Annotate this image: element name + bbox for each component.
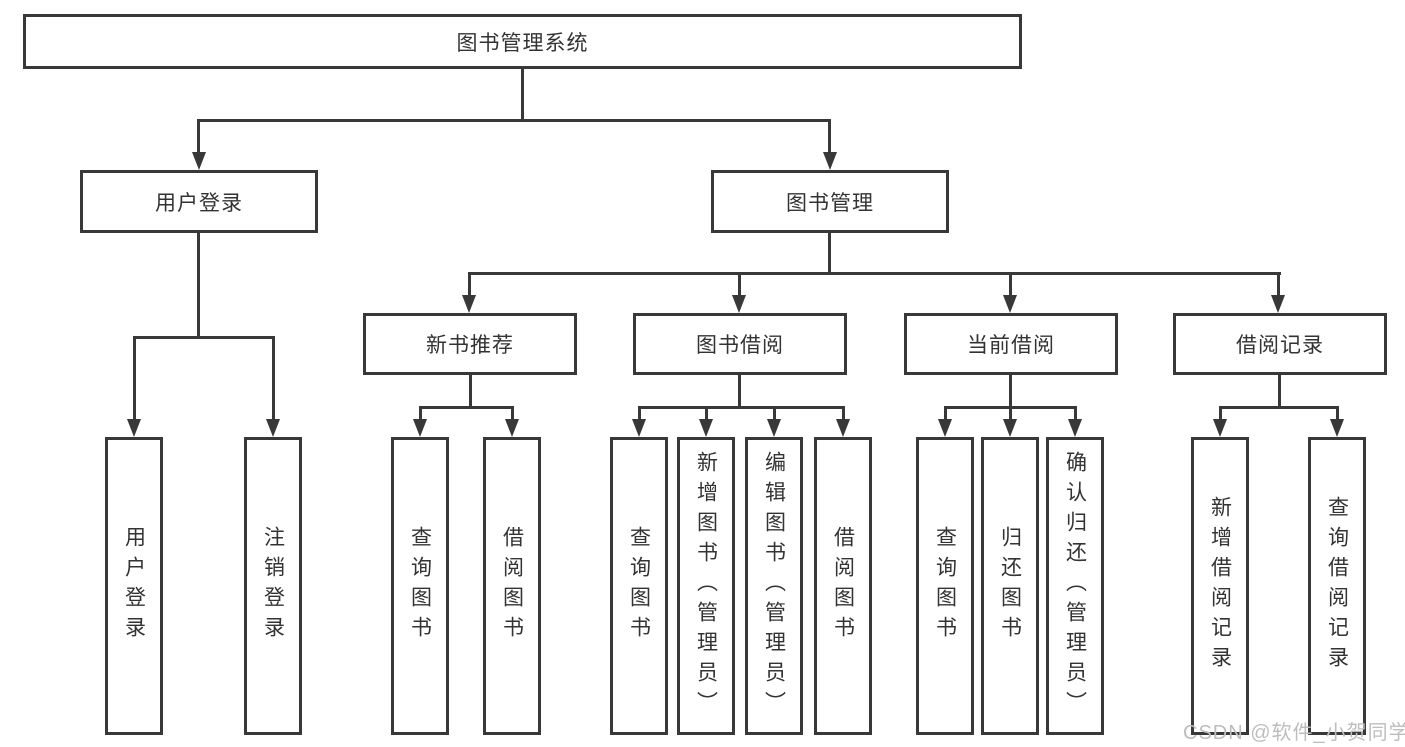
arrow-down-icon	[266, 419, 280, 437]
connector-drop-leaf	[419, 406, 422, 422]
arrow-down-icon	[836, 419, 850, 437]
connector-drop-leaf	[773, 406, 776, 422]
leaf-return-books: 归还图书	[981, 437, 1039, 735]
node-label: 图书管理	[786, 191, 874, 215]
connector-user-login-stem	[197, 233, 200, 339]
connector-book-borrow-bar	[638, 406, 845, 409]
arrow-down-icon	[505, 419, 519, 437]
arrow-down-icon	[1271, 295, 1285, 313]
connector-new-book-bar	[419, 406, 514, 409]
leaf-user-login: 用户登录	[105, 437, 163, 735]
node-label: 用户登录	[122, 526, 146, 646]
node-label: 图书管理系统	[456, 31, 589, 55]
node-current-borrowing: 当前借阅	[904, 313, 1118, 375]
node-label: 借阅图书	[500, 526, 524, 646]
node-book-borrowing: 图书借阅	[633, 313, 847, 375]
leaf-query-books-borrowing: 查询图书	[610, 437, 668, 735]
connector-drop-book-borrow	[738, 272, 741, 300]
node-borrowing-records: 借阅记录	[1173, 313, 1387, 375]
arrow-down-icon	[1068, 419, 1082, 437]
connector-drop-leaf-login	[133, 336, 136, 423]
connector-drop-leaf	[511, 406, 514, 422]
connector-drop-leaf	[1219, 406, 1222, 422]
connector-drop-current-borrow	[1009, 272, 1012, 300]
connector-drop-leaf	[944, 406, 947, 422]
arrow-down-icon	[192, 152, 206, 170]
node-label: 新增借阅记录	[1208, 496, 1232, 676]
node-book-management: 图书管理	[711, 170, 949, 233]
arrow-down-icon	[1213, 419, 1227, 437]
leaf-query-borrow-record: 查询借阅记录	[1308, 437, 1366, 735]
arrow-down-icon	[127, 419, 141, 437]
connector-drop-leaf-logout	[272, 336, 275, 423]
node-label: 借阅图书	[831, 526, 855, 646]
node-new-book-recommend: 新书推荐	[363, 313, 577, 375]
node-label: 新增图书（管理员）	[694, 451, 718, 721]
arrow-down-icon	[732, 295, 746, 313]
arrow-down-icon	[1003, 419, 1017, 437]
node-label: 查询图书	[408, 526, 432, 646]
connector-drop-leaf	[1336, 406, 1339, 422]
arrow-down-icon	[699, 419, 713, 437]
connector-book-borrow-stem	[738, 375, 741, 409]
arrow-down-icon	[462, 295, 476, 313]
node-label: 查询图书	[627, 526, 651, 646]
leaf-add-borrow-record: 新增借阅记录	[1191, 437, 1249, 735]
leaf-query-books-current: 查询图书	[916, 437, 974, 735]
node-label: 用户登录	[155, 191, 243, 215]
connector-book-mgmt-stem	[828, 233, 831, 274]
node-label: 归还图书	[998, 526, 1022, 646]
leaf-logout: 注销登录	[244, 437, 302, 735]
leaf-query-books-recommend: 查询图书	[391, 437, 449, 735]
connector-user-login-bar	[133, 336, 275, 339]
connector-drop-user-login	[197, 119, 200, 159]
leaf-edit-books-admin: 编辑图书（管理员）	[745, 437, 803, 735]
connector-drop-book-mgmt	[828, 119, 831, 159]
connector-borrow-records-stem	[1278, 375, 1281, 409]
node-label: 图书借阅	[696, 334, 784, 357]
arrow-down-icon	[767, 419, 781, 437]
connector-root-stem	[521, 68, 524, 121]
connector-current-borrow-stem	[1009, 375, 1012, 409]
arrow-down-icon	[413, 419, 427, 437]
connector-drop-leaf	[638, 406, 641, 422]
connector-drop-leaf	[1074, 406, 1077, 422]
node-label: 查询图书	[933, 526, 957, 646]
connector-root-bar	[197, 119, 831, 122]
node-label: 当前借阅	[967, 334, 1055, 357]
connector-drop-new-book	[468, 272, 471, 300]
connector-drop-leaf	[1009, 406, 1012, 422]
node-library-system-root: 图书管理系统	[23, 14, 1022, 69]
csdn-watermark: CSDN @软件_小贺同学	[1183, 722, 1405, 744]
arrow-down-icon	[823, 152, 837, 170]
arrow-down-icon	[1003, 295, 1017, 313]
connector-new-book-stem	[469, 375, 472, 409]
connector-drop-borrow-records	[1277, 272, 1280, 300]
node-label: 查询借阅记录	[1325, 496, 1349, 676]
connector-drop-leaf	[705, 406, 708, 422]
arrow-down-icon	[632, 419, 646, 437]
connector-book-mgmt-bar	[468, 272, 1281, 275]
leaf-add-books-admin: 新增图书（管理员）	[677, 437, 735, 735]
node-label: 编辑图书（管理员）	[762, 451, 786, 721]
leaf-borrow-books-borrowing: 借阅图书	[814, 437, 872, 735]
arrow-down-icon	[938, 419, 952, 437]
node-label: 借阅记录	[1236, 334, 1324, 357]
connector-borrow-records-bar	[1219, 406, 1339, 409]
node-label: 新书推荐	[426, 334, 514, 357]
node-label: 注销登录	[261, 526, 285, 646]
leaf-borrow-books-recommend: 借阅图书	[483, 437, 541, 735]
leaf-confirm-return-admin: 确认归还（管理员）	[1046, 437, 1104, 735]
arrow-down-icon	[1330, 419, 1344, 437]
node-user-login: 用户登录	[80, 170, 318, 233]
node-label: 确认归还（管理员）	[1063, 451, 1087, 721]
connector-drop-leaf	[842, 406, 845, 422]
